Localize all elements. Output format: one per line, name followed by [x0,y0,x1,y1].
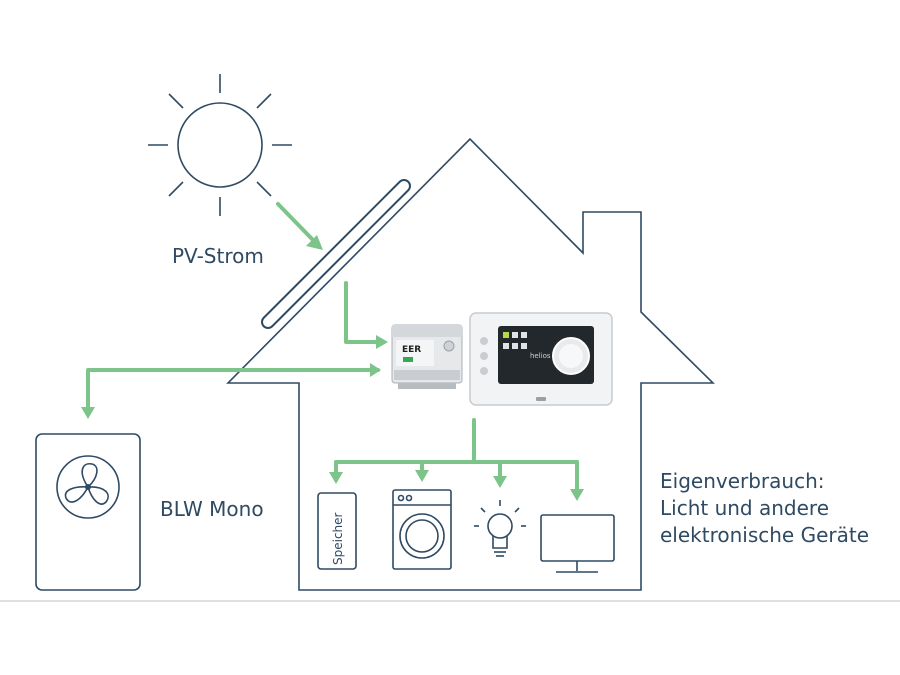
heat-pump-unit [35,433,141,591]
flow-arrows [81,202,584,501]
sun-icon [148,74,292,216]
self-consumption-line-2: Licht und andere [660,496,829,520]
washing-machine-icon [392,489,452,570]
self-consumption-line-3: elektronische Geräte [660,523,870,547]
tv-icon [540,514,615,573]
svg-text:Speicher: Speicher [331,512,345,565]
relay-module-icon: EER [391,324,463,389]
self-consumption-line-1: Eigenverbrauch: [660,469,825,493]
house-outline [226,137,715,591]
fan-icon [56,455,120,519]
heat-pump-label: BLW Mono [160,497,264,521]
solar-panel-icon [261,179,411,329]
battery-storage-icon: Speicher [317,492,357,570]
controller-display-icon: helios [469,312,613,406]
pv-label: PV-Strom [172,244,264,268]
svg-text:helios: helios [530,352,551,360]
svg-text:EER: EER [402,345,421,355]
light-bulb-icon [474,500,526,557]
